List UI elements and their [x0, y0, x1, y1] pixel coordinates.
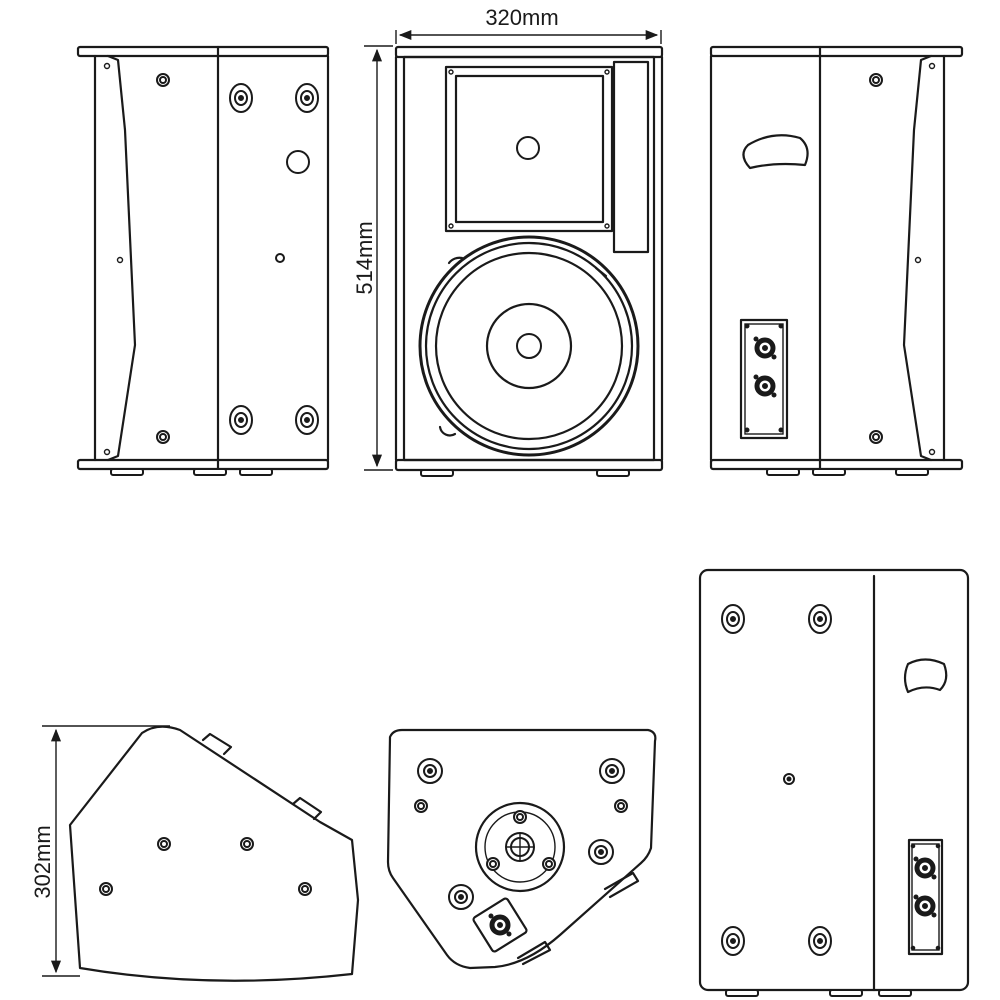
front-view: 320mm 514mm	[352, 5, 664, 477]
height-dimension-label: 514mm	[352, 221, 377, 294]
bottom-view	[386, 728, 657, 970]
width-dimension-label: 320mm	[485, 5, 558, 30]
depth-dimension-label: 302mm	[30, 825, 55, 898]
side-view-right	[709, 45, 964, 476]
side-view-left	[76, 45, 330, 476]
rear-view	[698, 568, 970, 997]
top-view: 302mm	[30, 725, 360, 982]
